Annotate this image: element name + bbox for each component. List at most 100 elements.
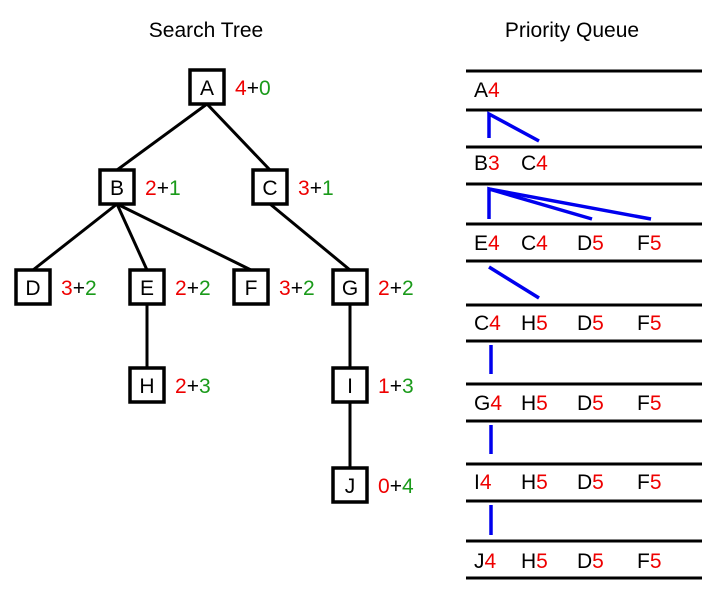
queue-entry-value: 5 bbox=[592, 232, 604, 255]
node-score: 2+3 bbox=[175, 375, 211, 398]
queue-entry: F5 bbox=[637, 392, 662, 415]
node-box bbox=[331, 268, 369, 306]
queue-entry-value: 5 bbox=[650, 232, 662, 255]
queue-entry: I4 bbox=[474, 471, 492, 494]
queue-entry-value: 4 bbox=[490, 392, 502, 415]
queue-entry-node: H bbox=[521, 550, 536, 573]
node-score: 2+2 bbox=[378, 277, 414, 300]
queue-entry-value: 4 bbox=[488, 79, 500, 102]
plus-sign: + bbox=[390, 277, 402, 300]
queue-entry: J4 bbox=[474, 550, 497, 573]
queue-entry-node: H bbox=[521, 392, 536, 415]
tree-edge-b-e bbox=[115, 203, 149, 271]
queue-entry: H5 bbox=[521, 550, 548, 573]
node-score: 4+0 bbox=[235, 77, 271, 100]
queue-expansion-link-1 bbox=[487, 111, 540, 143]
queue-expansion-link-4 bbox=[488, 265, 540, 300]
node-label: G bbox=[342, 277, 358, 300]
tree-node-b: B 2+1 bbox=[98, 168, 181, 206]
plus-sign: + bbox=[247, 77, 259, 100]
cost-value: 2 bbox=[199, 277, 211, 300]
queue-entry-node: F bbox=[637, 392, 650, 415]
queue-entry-node: H bbox=[521, 312, 536, 335]
node-score: 2+2 bbox=[175, 277, 211, 300]
queue-entry-value: 5 bbox=[536, 312, 548, 335]
queue-row-2: B3 C4 bbox=[474, 152, 548, 175]
queue-title: Priority Queue bbox=[505, 19, 639, 42]
cost-value: 4 bbox=[402, 475, 414, 498]
node-box bbox=[128, 268, 166, 306]
node-box bbox=[232, 268, 270, 306]
plus-sign: + bbox=[291, 277, 303, 300]
queue-entry-value: 5 bbox=[536, 392, 548, 415]
queue-entry: H5 bbox=[521, 392, 548, 415]
heuristic-value: 0 bbox=[378, 475, 390, 498]
queue-entry-value: 4 bbox=[485, 550, 497, 573]
queue-entry-value: 5 bbox=[650, 392, 662, 415]
queue-entry: A4 bbox=[474, 79, 500, 102]
node-score: 2+1 bbox=[145, 177, 181, 200]
node-box bbox=[331, 466, 369, 504]
queue-entry-node: G bbox=[474, 392, 490, 415]
queue-entry: D5 bbox=[577, 550, 604, 573]
cost-value: 3 bbox=[402, 375, 414, 398]
queue-entry-node: F bbox=[637, 312, 650, 335]
queue-entry: H5 bbox=[521, 471, 548, 494]
queue-entry-node: B bbox=[474, 152, 488, 175]
tree-node-g: G 2+2 bbox=[331, 268, 414, 306]
node-label: B bbox=[110, 177, 124, 200]
queue-entry: G4 bbox=[474, 392, 502, 415]
queue-entry-node: D bbox=[577, 471, 592, 494]
node-score: 3+1 bbox=[298, 177, 334, 200]
queue-entry-value: 5 bbox=[592, 312, 604, 335]
node-label: F bbox=[245, 277, 258, 300]
node-score: 1+3 bbox=[378, 375, 414, 398]
node-label: A bbox=[200, 77, 214, 100]
tree-edge-b-f bbox=[116, 202, 252, 272]
queue-entry: F5 bbox=[637, 550, 662, 573]
tree-edge-c-g bbox=[269, 202, 351, 272]
queue-entry: D5 bbox=[577, 312, 604, 335]
cost-value: 1 bbox=[322, 177, 334, 200]
queue-entry: D5 bbox=[577, 392, 604, 415]
queue-entry-node: D bbox=[577, 232, 592, 255]
tree-edge-b-d bbox=[32, 202, 118, 272]
heuristic-value: 1 bbox=[378, 375, 390, 398]
queue-entry-value: 4 bbox=[488, 232, 500, 255]
plus-sign: + bbox=[390, 375, 402, 398]
heuristic-value: 2 bbox=[175, 375, 187, 398]
cost-value: 2 bbox=[303, 277, 315, 300]
queue-entry-value: 5 bbox=[650, 550, 662, 573]
queue-entry: H5 bbox=[521, 312, 548, 335]
tree-edges bbox=[32, 102, 352, 468]
plus-sign: + bbox=[390, 475, 402, 498]
queue-entry-value: 4 bbox=[536, 232, 548, 255]
queue-entry-value: 3 bbox=[488, 152, 500, 175]
queue-entry: F5 bbox=[637, 471, 662, 494]
queue-entry: D5 bbox=[577, 471, 604, 494]
queue-entry-value: 4 bbox=[489, 312, 501, 335]
heuristic-value: 2 bbox=[145, 177, 157, 200]
queue-entry-node: I bbox=[474, 471, 480, 494]
queue-entry: F5 bbox=[637, 312, 662, 335]
queue-entry: F5 bbox=[637, 232, 662, 255]
queue-entry: C4 bbox=[521, 152, 548, 175]
queue-entry-node: D bbox=[577, 312, 592, 335]
queue-entry-node: F bbox=[637, 471, 650, 494]
queue-entry-value: 5 bbox=[592, 471, 604, 494]
tree-node-a: A 4+0 bbox=[188, 68, 271, 106]
node-label: E bbox=[140, 277, 154, 300]
queue-entry: B3 bbox=[474, 152, 500, 175]
heuristic-value: 2 bbox=[175, 277, 187, 300]
plus-sign: + bbox=[73, 277, 85, 300]
queue-entry-node: J bbox=[474, 550, 485, 573]
queue-entry-value: 5 bbox=[592, 550, 604, 573]
node-box bbox=[331, 366, 369, 404]
